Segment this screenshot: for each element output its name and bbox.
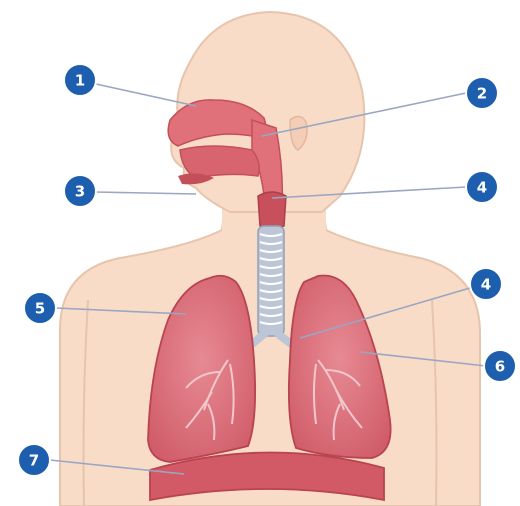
label-2-number: 2 [477, 85, 487, 103]
label-1-number: 1 [75, 72, 85, 90]
label-4-upper: 4 [466, 171, 498, 203]
label-4-lower-number: 4 [481, 276, 491, 294]
label-4-lower: 4 [470, 268, 502, 300]
trachea [258, 226, 284, 336]
oral-cavity [180, 146, 259, 178]
label-5-number: 5 [35, 300, 45, 318]
label-2: 2 [466, 77, 498, 109]
label-4-upper-number: 4 [477, 179, 487, 197]
label-7-number: 7 [29, 452, 39, 470]
leader-line-3 [96, 192, 196, 194]
label-3: 3 [64, 175, 96, 207]
label-5: 5 [24, 292, 56, 324]
label-6: 6 [484, 350, 516, 382]
label-6-number: 6 [495, 358, 505, 376]
label-1: 1 [64, 64, 96, 96]
label-3-number: 3 [75, 183, 85, 201]
label-7: 7 [18, 444, 50, 476]
